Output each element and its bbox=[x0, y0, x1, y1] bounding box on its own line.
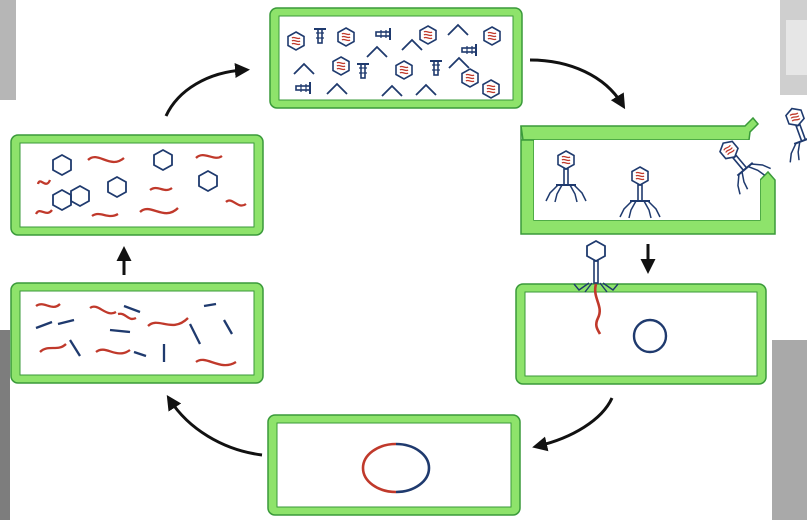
arrow-to-assembly bbox=[164, 63, 250, 117]
arrow-to-lysis bbox=[529, 58, 626, 110]
arrow-to-dna-circle bbox=[532, 397, 614, 452]
dna-fragments-icon bbox=[35, 302, 237, 367]
stage-lysis-box bbox=[520, 102, 807, 235]
cycle-arrows bbox=[116, 58, 656, 457]
phage-attaching-icon bbox=[573, 240, 619, 335]
stage-synthesis-box bbox=[10, 134, 264, 236]
dna-circle-icon bbox=[361, 442, 431, 494]
stage-replication-box bbox=[10, 282, 264, 384]
arrow-to-replication bbox=[166, 394, 263, 457]
stage-dna-circle-box bbox=[267, 414, 521, 516]
stage-attachment-box bbox=[515, 240, 767, 385]
host-dna-circle bbox=[632, 318, 668, 354]
phage-dna-strands bbox=[34, 154, 247, 218]
stage-assembly-box bbox=[269, 7, 523, 109]
